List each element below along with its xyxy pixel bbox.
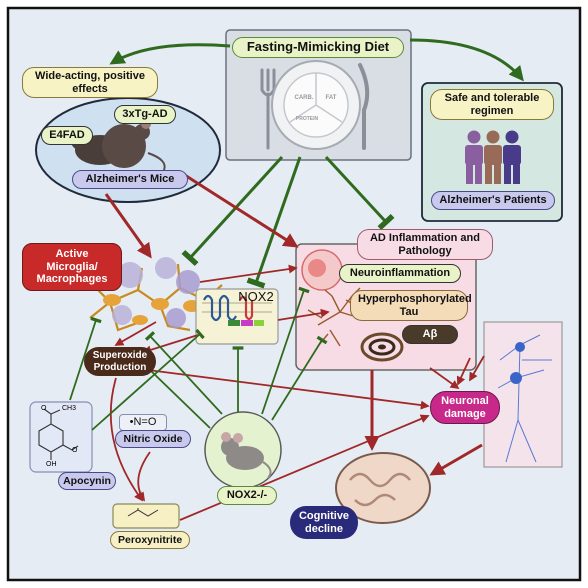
mice-group-label: Alzheimer's Mice bbox=[72, 170, 188, 189]
arrow-nox2-to-pathology bbox=[277, 308, 330, 321]
peroxynitrite-panel bbox=[112, 503, 180, 529]
inhibit-knockout-to-tau bbox=[271, 335, 328, 421]
patients-regimen-label: Safe and tolerable regimen bbox=[430, 89, 554, 121]
people-icon bbox=[465, 130, 521, 184]
apocynin-label: Apocynin bbox=[58, 472, 116, 491]
knife-icon bbox=[358, 63, 370, 150]
diet-title: Fasting-Mimicking Diet bbox=[232, 37, 404, 58]
cognitive-decline-label: Cognitive decline bbox=[290, 506, 358, 540]
arrow-nitric-oxide-to-peroxynitrite bbox=[136, 451, 151, 502]
neuron-icon bbox=[497, 334, 552, 463]
tau-label: Hyperphosphorylated Tau bbox=[350, 290, 472, 322]
apocynin-atom-ch3: CH3 bbox=[62, 405, 76, 412]
arrow-microglia-to-pathology bbox=[199, 264, 298, 283]
nox2-complex-icon bbox=[202, 294, 272, 326]
peroxynitrite-structure-icon bbox=[127, 508, 159, 517]
apocynin-atom-oh: OH bbox=[46, 461, 57, 468]
arrow-diet-to-mice bbox=[109, 43, 231, 65]
apocynin-atom-o: O bbox=[41, 405, 47, 412]
superoxide-label: Superoxide Production bbox=[84, 347, 156, 376]
inhibit-knockout-to-pathology bbox=[261, 286, 310, 415]
arrow-mice-to-microglia bbox=[104, 193, 152, 259]
arrow-mice-to-pathology bbox=[179, 170, 299, 248]
nox2-label: NOX2 bbox=[238, 289, 274, 304]
inhibit-apocynin-to-nox2 bbox=[91, 328, 205, 431]
plate-fat-label: FAT bbox=[325, 95, 337, 101]
inhibit-apocynin-to-microglia bbox=[69, 316, 102, 401]
strain-3xtg-label: 3xTg-AD bbox=[114, 105, 176, 124]
knockout-label: NOX2-/- bbox=[217, 486, 277, 505]
strain-e4fad-label: E4FAD bbox=[41, 126, 93, 145]
brain-tissue-icon bbox=[301, 249, 343, 291]
apocynin-atom-och3: O bbox=[72, 447, 78, 454]
arrow-neuron-to-damage bbox=[456, 357, 471, 386]
arrow-microglia-to-superoxide bbox=[114, 321, 157, 346]
nitric-oxide-formula: •N=O bbox=[119, 414, 167, 431]
arrow-neuron-to-damage-2 bbox=[469, 355, 485, 382]
neuronal-damage-label: Neuronal damage bbox=[430, 391, 500, 425]
nitric-oxide-label: Nitric Oxide bbox=[115, 430, 191, 449]
pathology-title: AD Inflammation and Pathology bbox=[357, 229, 493, 261]
inhibit-knockout-to-microglia bbox=[144, 331, 223, 415]
arrow-superoxide-to-damage bbox=[147, 369, 430, 410]
neuroinflammation-label: Neuroinflammation bbox=[339, 264, 461, 283]
plate-icon bbox=[271, 60, 361, 150]
arrow-nox2-to-superoxide bbox=[142, 334, 199, 355]
inhibit-knockout-to-superoxide bbox=[145, 364, 211, 429]
arrow-pathology-to-neuron bbox=[429, 367, 460, 390]
peroxynitrite-label: Peroxynitrite bbox=[110, 531, 190, 550]
apocynin-panel bbox=[29, 401, 93, 473]
arrow-diet-to-patients bbox=[409, 38, 524, 82]
inhibit-diet-to-nox2 bbox=[246, 156, 302, 289]
apocynin-structure-icon bbox=[38, 408, 79, 460]
fork-icon bbox=[260, 68, 276, 150]
plate-protein-label: PROTEIN bbox=[295, 116, 319, 122]
inhibit-diet-to-pathology bbox=[324, 155, 395, 231]
knockout-mouse-icon bbox=[221, 432, 272, 479]
arrow-superoxide-to-peroxynitrite bbox=[109, 377, 144, 502]
plate-carb-label: CARB. bbox=[294, 95, 314, 101]
microglia-label: Active Microglia/ Macrophages bbox=[22, 243, 122, 291]
arrow-neuron-to-cognitive bbox=[429, 443, 483, 476]
amyloid-plaque-icon bbox=[360, 332, 404, 362]
patients-group-label: Alzheimer's Patients bbox=[431, 191, 555, 210]
abeta-label: Aβ bbox=[402, 325, 458, 344]
brain-icon bbox=[335, 452, 431, 524]
mice-effects-label: Wide-acting, positive effects bbox=[22, 67, 158, 99]
